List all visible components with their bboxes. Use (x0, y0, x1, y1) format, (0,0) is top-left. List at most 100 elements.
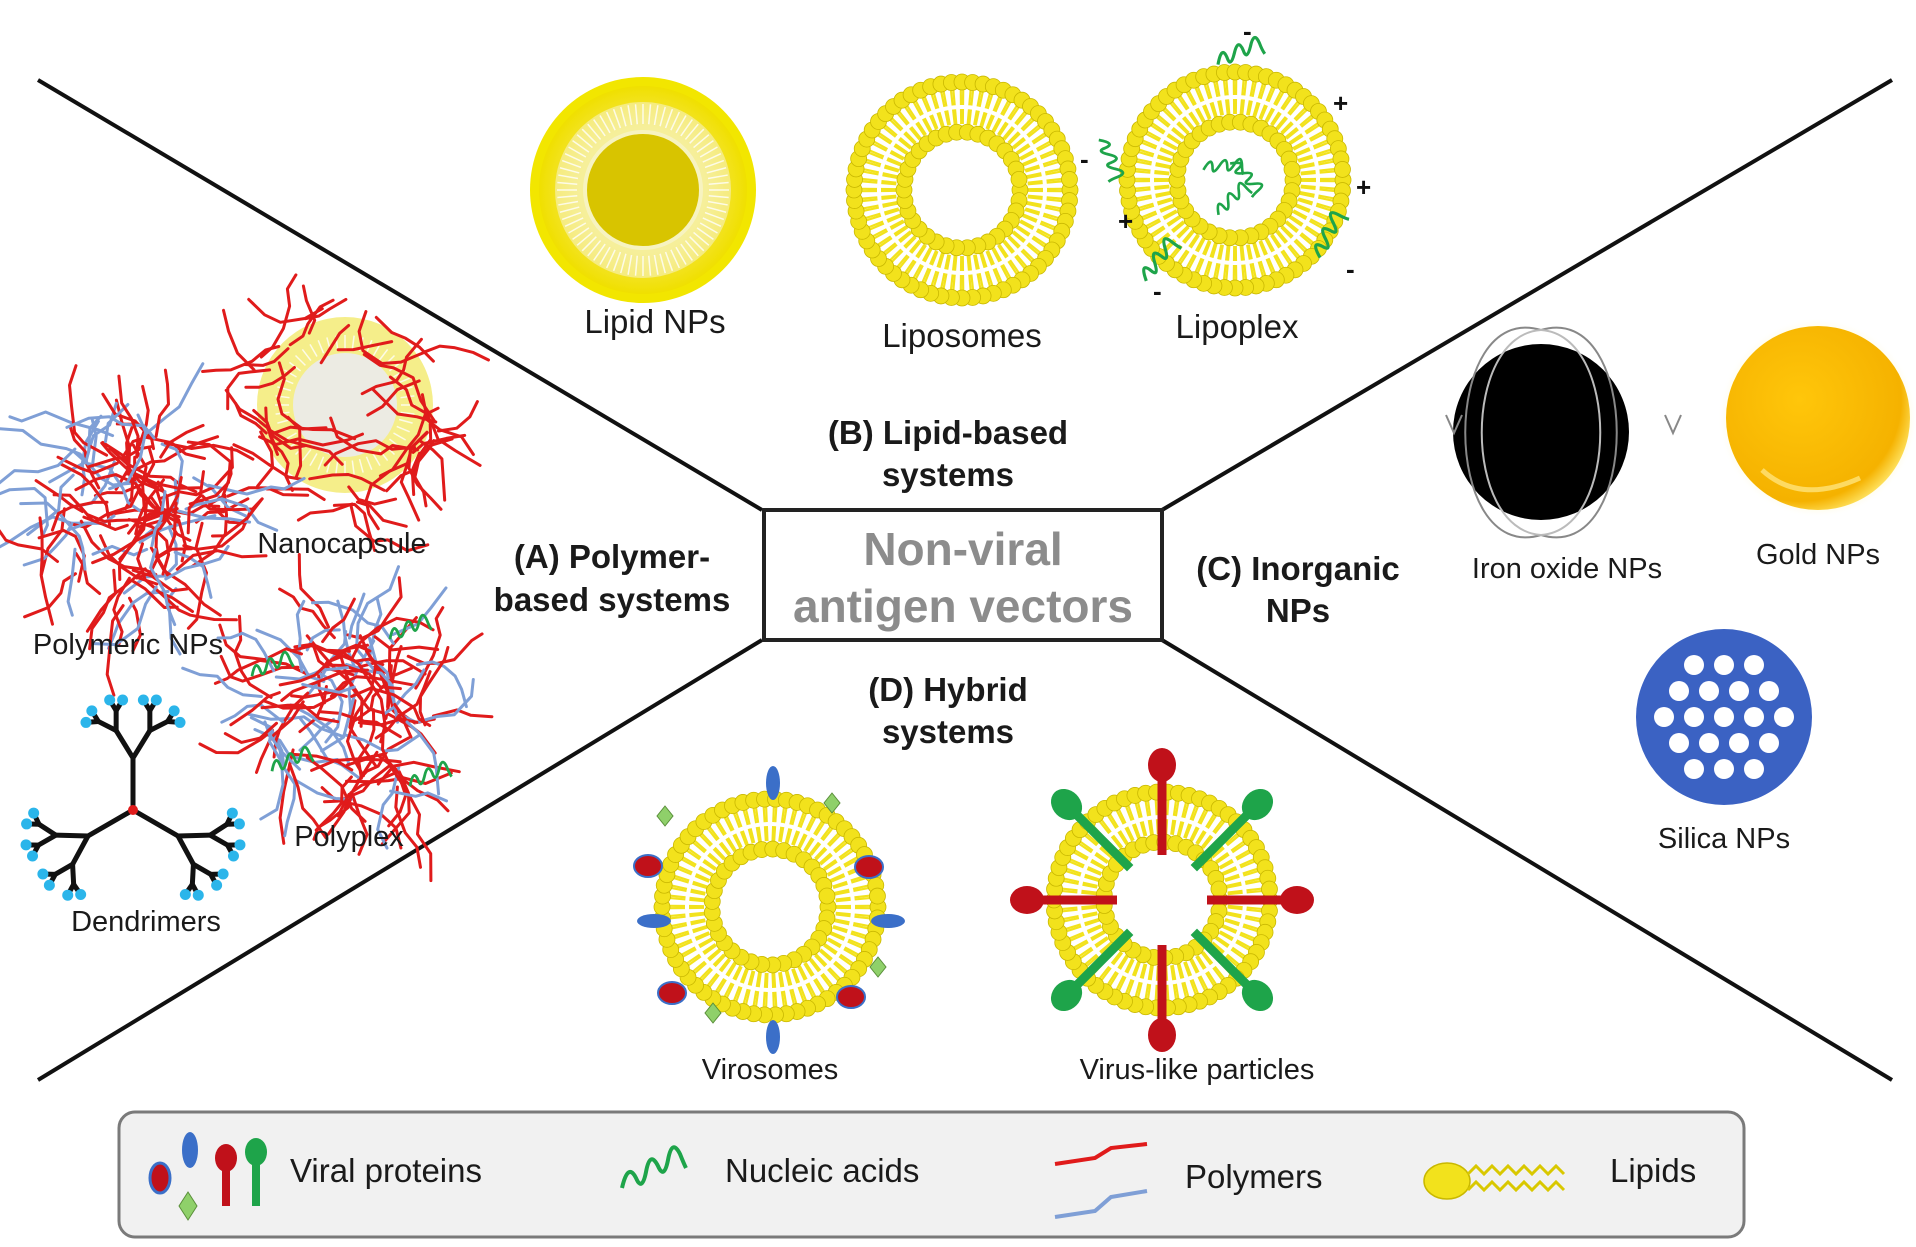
lipoplex-charges: - + + - + - - (1080, 16, 1371, 306)
polymer-strand (82, 515, 129, 531)
viral-protein-green (704, 1002, 722, 1024)
nucleic-acid-icon (388, 613, 433, 640)
polymer-strand (184, 497, 279, 532)
polymer-strand (233, 614, 273, 699)
polymer-strand (91, 478, 165, 565)
polymer-strand (37, 528, 86, 583)
vlp-spike-head (1280, 886, 1314, 914)
vlp-spike-head (1241, 788, 1274, 821)
polymer-strand (211, 498, 263, 538)
nucleic-acid-icon (1216, 181, 1253, 216)
vlp-spike-head (1010, 886, 1044, 914)
polymer-strand (415, 660, 468, 709)
polymer-strand (414, 606, 445, 690)
polymer-strand (149, 548, 177, 627)
vlp-label: Virus-like particles (1080, 1054, 1315, 1086)
polymer-strand (407, 430, 443, 511)
polymer-strand (145, 362, 205, 435)
polymer-strand (137, 384, 150, 450)
polymer-strand (350, 686, 432, 727)
lipid-heads (845, 73, 1079, 307)
silica-nps-label: Silica NPs (1658, 823, 1790, 855)
center-title-line-2: antigen vectors (793, 580, 1133, 632)
polymer-strand (321, 597, 356, 644)
polymer-strand (371, 387, 438, 424)
viral-protein-green (656, 805, 674, 827)
polymer-strand (0, 529, 59, 563)
polymer-strand (353, 664, 393, 722)
polymer-strand (137, 476, 183, 529)
polymer-strand (182, 511, 251, 551)
polymer-strand (376, 765, 401, 850)
polymer-strand (297, 553, 330, 629)
polymer-strand (34, 479, 84, 513)
viral-protein-blue (637, 914, 671, 928)
section-b-label-2: systems (882, 456, 1014, 493)
polymer-strand (342, 651, 387, 744)
polymer-strand (90, 418, 98, 469)
dendrimer-core (128, 805, 138, 815)
polymer-strand (188, 462, 232, 506)
charge-plus-top-right: + (1333, 88, 1348, 118)
legend-nucleic-acids-label: Nucleic acids (725, 1152, 919, 1189)
legend-viral-proteins-label: Viral proteins (290, 1152, 482, 1189)
polymer-strand (130, 579, 179, 609)
nucleic-acid-icon (1314, 211, 1350, 259)
virosome-illustration (633, 766, 905, 1054)
polymer-strand (418, 646, 450, 727)
polymer-strand (289, 703, 351, 767)
divider-lines (36, 78, 1894, 1082)
polymer-strand (411, 433, 467, 454)
polymer-strand (292, 778, 353, 801)
lipid-tails (1061, 800, 1263, 1000)
polymer-strand (301, 682, 356, 694)
iron-oxide-illustration (1445, 326, 1682, 539)
polymeric-nps-label: Polymeric NPs (33, 629, 223, 661)
polymer-strand (381, 732, 453, 785)
vlp-spike-stem (1190, 811, 1251, 872)
nucleic-acid-icon (1229, 161, 1264, 198)
viral-protein-blue (766, 766, 780, 800)
gold-nps-label: Gold NPs (1756, 539, 1880, 571)
charge-minus-bottom-right: - (1346, 254, 1355, 284)
polymer-strand (289, 643, 372, 656)
polymer-strand (310, 752, 386, 772)
nucleic-acid-icon (1216, 36, 1267, 65)
vlp-spike-head (1148, 1018, 1176, 1052)
polymer-strand (163, 441, 255, 461)
polymer-strand (376, 760, 461, 786)
polymer-strand (420, 393, 475, 456)
charge-plus-right: + (1356, 172, 1371, 202)
polymer-strand (355, 565, 400, 671)
polymer-strand (350, 616, 435, 661)
polymer-strand (112, 576, 131, 646)
polymers-icon (1054, 1142, 1148, 1219)
polymer-strand (39, 507, 66, 626)
dendrimer-illustration (20, 694, 246, 901)
polymer-strand (260, 703, 340, 724)
polymer-strand (296, 502, 354, 522)
vlp-spike-head (1050, 788, 1083, 821)
polymer-strand (329, 416, 419, 456)
polymer-strand (222, 308, 256, 372)
lipid-tails (1134, 79, 1336, 281)
polymer-strand (388, 375, 432, 417)
polymer-strand (320, 690, 357, 753)
polymer-strand (164, 544, 230, 581)
polymer-strand (92, 585, 158, 647)
legend-box (117, 1110, 1746, 1239)
polymer-strand (244, 366, 296, 389)
polymer-strand (23, 572, 77, 619)
polymer-strand (158, 591, 238, 622)
polymer-strand (298, 718, 336, 752)
center-title-line-1: Non-viral (863, 523, 1062, 575)
nucleic-acid-icon (1098, 138, 1125, 183)
lipid-np-illustration (530, 77, 756, 303)
polymer-strand (177, 509, 252, 524)
polymer-strand (406, 632, 484, 665)
polymer-strand (232, 443, 304, 481)
polymer-strand (0, 427, 92, 469)
polymer-strand (373, 635, 440, 652)
polymer-strand (56, 455, 119, 475)
